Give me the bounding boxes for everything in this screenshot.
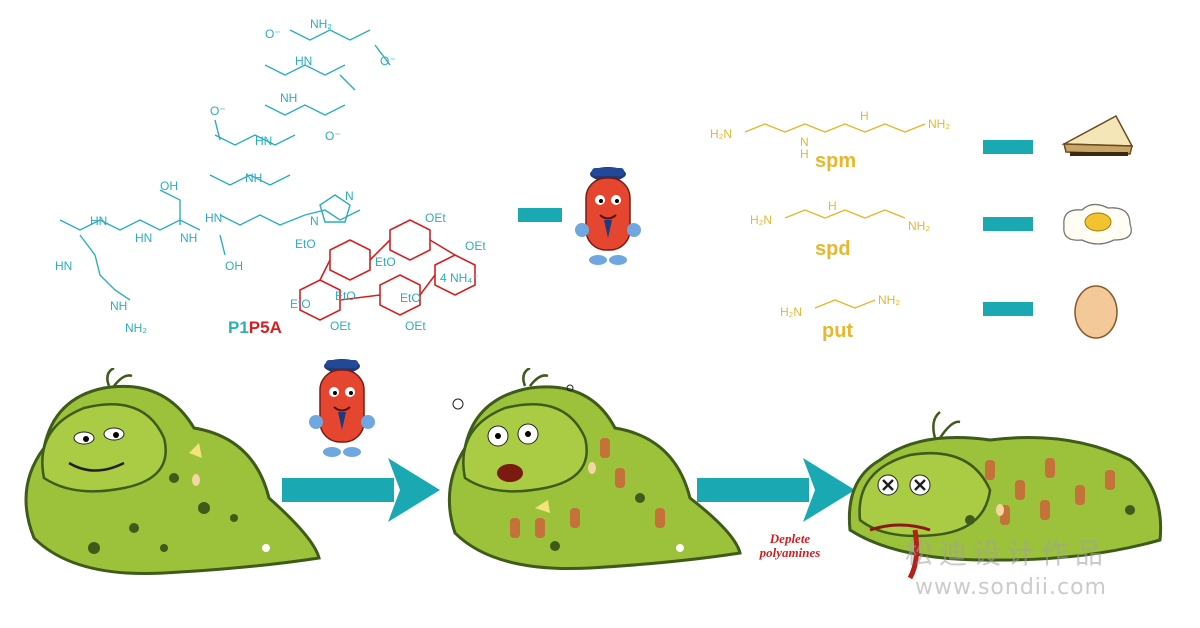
spd-dash <box>983 217 1033 231</box>
label-oet-1: OEt <box>425 211 446 225</box>
label-n-1: N <box>310 214 319 228</box>
put-label: put <box>822 320 854 342</box>
label-eto-2: EtO <box>375 255 396 269</box>
sandwich-icon <box>1061 114 1134 156</box>
label-oet-2: OEt <box>465 239 486 253</box>
egg-icon <box>1074 285 1118 339</box>
put-structure: H₂N NH₂ <box>780 293 900 319</box>
deplete-line2: polyamines <box>759 545 821 560</box>
deplete-line1: Deplete <box>769 531 811 546</box>
label-hn-1: HN <box>295 54 312 68</box>
put-dash <box>983 302 1033 316</box>
p1p5a-structure: NH₂ O⁻ HN O⁻ NH O⁻ HN O⁻ NH OH HN HN HN … <box>55 17 486 335</box>
equivalence-dash-1 <box>518 208 562 222</box>
label-o-minus-4: O⁻ <box>325 129 341 143</box>
spd-label: spd <box>815 238 851 260</box>
spd-structure: H₂N NH₂ H <box>750 200 930 233</box>
watermark-cn: 松迪设计作品 <box>905 537 1110 570</box>
label-hn-6: HN <box>55 259 72 273</box>
spd-right: NH₂ <box>908 219 930 233</box>
compound-name-part1: P1 <box>228 318 249 337</box>
counterion: 4 NH₄⁺ <box>440 271 479 285</box>
compound-name-part2: P5A <box>248 318 282 337</box>
label-nh-1: NH <box>280 91 297 105</box>
slime-monster-scared <box>447 368 742 571</box>
watermark-url: www.sondii.com <box>915 575 1107 600</box>
label-eto-3: EtO <box>335 289 356 303</box>
spm-left: H₂N <box>710 127 732 141</box>
spm-n1: N <box>800 135 809 149</box>
slime-monster-defeated <box>847 411 1163 580</box>
spm-dash <box>983 140 1033 154</box>
label-o-minus-1: O⁻ <box>265 27 281 41</box>
label-oh-2: OH <box>225 259 243 273</box>
compound-name: P1P5A <box>228 318 282 338</box>
label-oet-3: OEt <box>330 319 351 333</box>
label-nh-4: NH <box>110 299 127 313</box>
label-hn-2: HN <box>255 134 272 148</box>
label-eto-1: EtO <box>295 237 316 251</box>
capsule-character-added-icon <box>309 359 375 457</box>
label-hn-4: HN <box>90 214 107 228</box>
label-hn-5: HN <box>135 231 152 245</box>
label-o-minus-2: O⁻ <box>380 54 396 68</box>
put-right: NH₂ <box>878 293 900 307</box>
label-o-minus-3: O⁻ <box>210 104 226 118</box>
label-n-2: N <box>345 189 354 203</box>
spm-structure: H₂N NH₂ N H H <box>710 110 950 160</box>
deplete-label: Deplete polyamines <box>735 532 845 560</box>
spm-right: NH₂ <box>928 117 950 131</box>
process-arrow-1 <box>282 458 440 522</box>
process-arrow-2 <box>697 458 855 522</box>
label-oh-1: OH <box>160 179 178 193</box>
spd-h: H <box>828 200 837 213</box>
spm-label: spm <box>815 150 857 172</box>
label-nh2-bottom: NH₂ <box>125 321 147 335</box>
spm-h2: H <box>860 110 869 123</box>
spm-h1: H <box>800 147 809 160</box>
slime-monster-healthy <box>24 368 321 576</box>
label-hn-3: HN <box>205 211 222 225</box>
label-eto-5: EtO <box>290 297 311 311</box>
label-oet-4: OEt <box>405 319 426 333</box>
fried-egg-icon <box>1063 203 1132 245</box>
label-eto-4: EtO <box>400 291 421 305</box>
label-nh2-top: NH₂ <box>310 17 332 31</box>
capsule-character-icon <box>575 167 641 265</box>
label-nh-3: NH <box>180 231 197 245</box>
label-nh-2: NH <box>245 171 262 185</box>
spd-left: H₂N <box>750 213 772 227</box>
put-left: H₂N <box>780 305 802 319</box>
